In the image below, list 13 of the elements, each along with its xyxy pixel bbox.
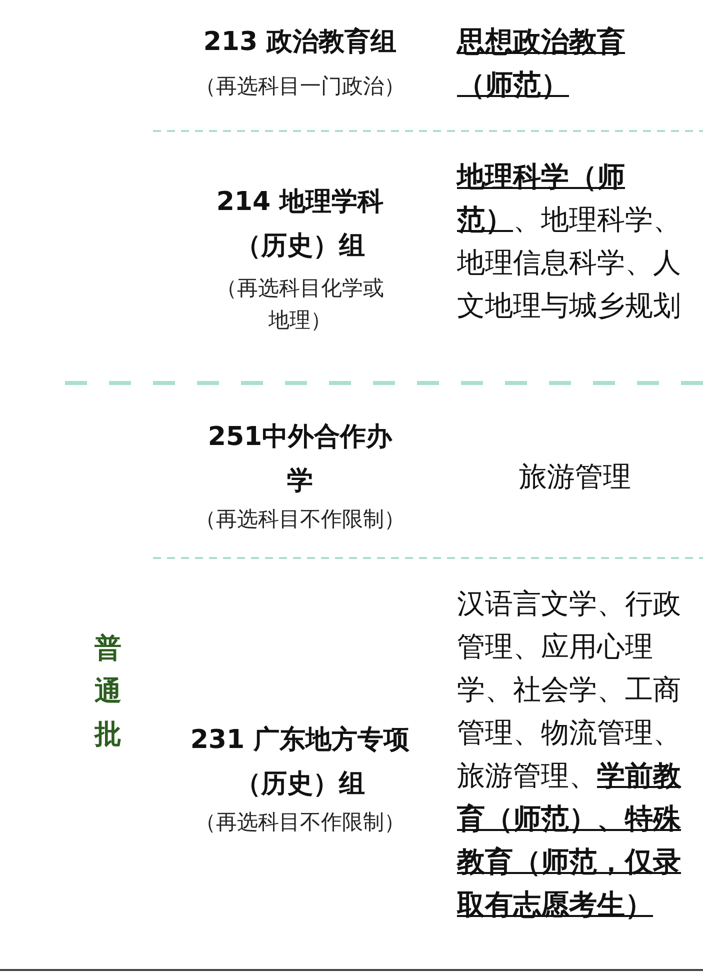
major-list: 思想政治教育（师范）: [457, 20, 647, 106]
group-name: 231 广东地方专项（历史）组: [189, 724, 411, 801]
subject-note: （再选科目一门政治）: [194, 73, 406, 100]
subject-note: （再选科目不作限制）: [194, 506, 406, 533]
group-name: 251中外合作办学: [206, 421, 394, 498]
major-list: 汉语言文学、行政管理、应用心理学、社会学、工商管理、物流管理、旅游管理、学前教育（师范）、特殊教育（师范，仅录取有志愿考生）: [457, 582, 697, 926]
subject-note: （再选科目不作限制）: [194, 809, 406, 836]
group-name: 214 地理学科（历史）组: [215, 186, 385, 263]
major-list: 旅游管理: [457, 455, 693, 498]
group-name: 213 政治教育组: [202, 26, 398, 59]
batch-label: 普通批: [92, 632, 122, 752]
subject-note: （再选科目化学或地理）: [215, 275, 385, 334]
major-list: 地理科学（师范）、地理科学、地理信息科学、人文地理与城乡规划: [457, 155, 689, 327]
